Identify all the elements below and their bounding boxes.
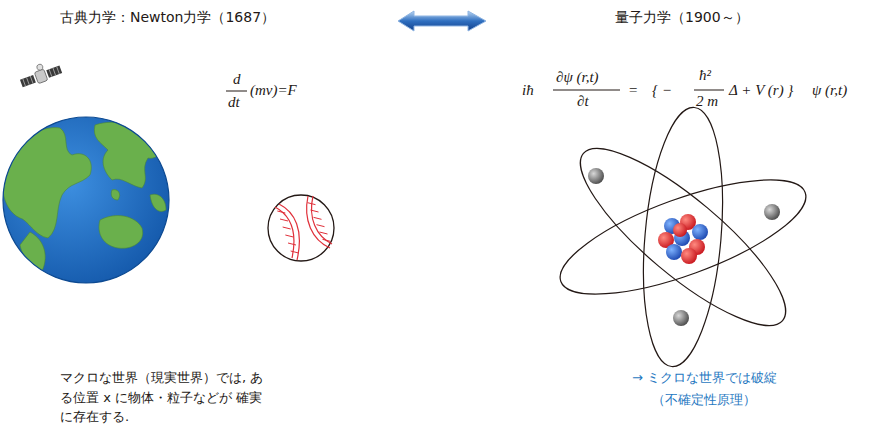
baseball <box>268 195 334 261</box>
equation-part: dt <box>228 93 240 111</box>
stitch <box>280 219 288 221</box>
equation-part: (mv)=F <box>250 81 297 99</box>
stitch <box>311 210 319 212</box>
double-arrow <box>398 11 486 31</box>
satellite-icon <box>17 58 63 89</box>
stitch <box>308 203 316 205</box>
equation-part: ∂t <box>577 92 589 110</box>
stitch <box>317 225 325 227</box>
stitch <box>314 217 322 219</box>
fraction-bar <box>226 91 247 92</box>
equation-part: iħ <box>522 81 534 99</box>
heading: 古典力学：Newton力学（1687） <box>60 9 275 26</box>
stitch <box>288 243 296 245</box>
fraction-bar <box>553 90 620 91</box>
earth-globe <box>3 117 169 283</box>
fraction-bar <box>694 90 724 91</box>
stitch <box>323 239 331 241</box>
stitch <box>285 235 293 237</box>
atom-model <box>548 104 818 370</box>
equation-part: Δ + V (r) } <box>729 81 793 99</box>
note-text: → ミクロな世界では破綻 <box>632 370 777 386</box>
description-text: マクロな世界（現実世界）では, ある位置 x に物体・粒子などが 確実に存在する… <box>60 368 272 427</box>
equation-part: ∂ψ (r,t) <box>556 68 599 86</box>
stitch <box>291 251 299 253</box>
equation-part: { − <box>652 81 672 99</box>
equation-part: = <box>628 81 638 99</box>
stitch <box>277 211 285 213</box>
note-text: （不確定性原理） <box>652 392 756 408</box>
stitch <box>320 232 328 234</box>
stitch <box>283 227 291 229</box>
heading: 量子力学（1900～） <box>615 9 749 26</box>
equation-part: d <box>233 70 241 88</box>
equation-part: ψ (r,t) <box>812 81 847 99</box>
equation-part: 2 m <box>696 92 718 110</box>
equation-part: ħ² <box>699 66 711 84</box>
